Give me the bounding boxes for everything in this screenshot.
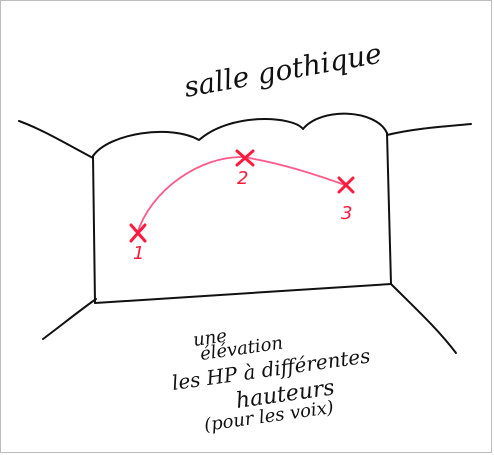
room-right-wall	[387, 133, 391, 284]
right-lower-wall-line	[391, 284, 456, 353]
speaker-marker-3: 3	[339, 178, 353, 224]
sketch-title: salle gothique	[181, 37, 384, 104]
room-left-wall	[93, 156, 95, 303]
marker-2-label: 2	[237, 168, 248, 189]
marker-3-label: 3	[341, 203, 352, 224]
room-floor	[95, 284, 391, 303]
handwritten-note: une élévation les HP à différentes haute…	[170, 325, 371, 436]
marker-1-label: 1	[133, 243, 144, 264]
speaker-marker-1: 1	[131, 225, 145, 264]
left-upper-wall-line	[19, 121, 93, 158]
vaulted-ceiling	[93, 114, 387, 156]
right-upper-wall-line	[387, 124, 471, 135]
left-lower-wall-line	[43, 299, 96, 339]
